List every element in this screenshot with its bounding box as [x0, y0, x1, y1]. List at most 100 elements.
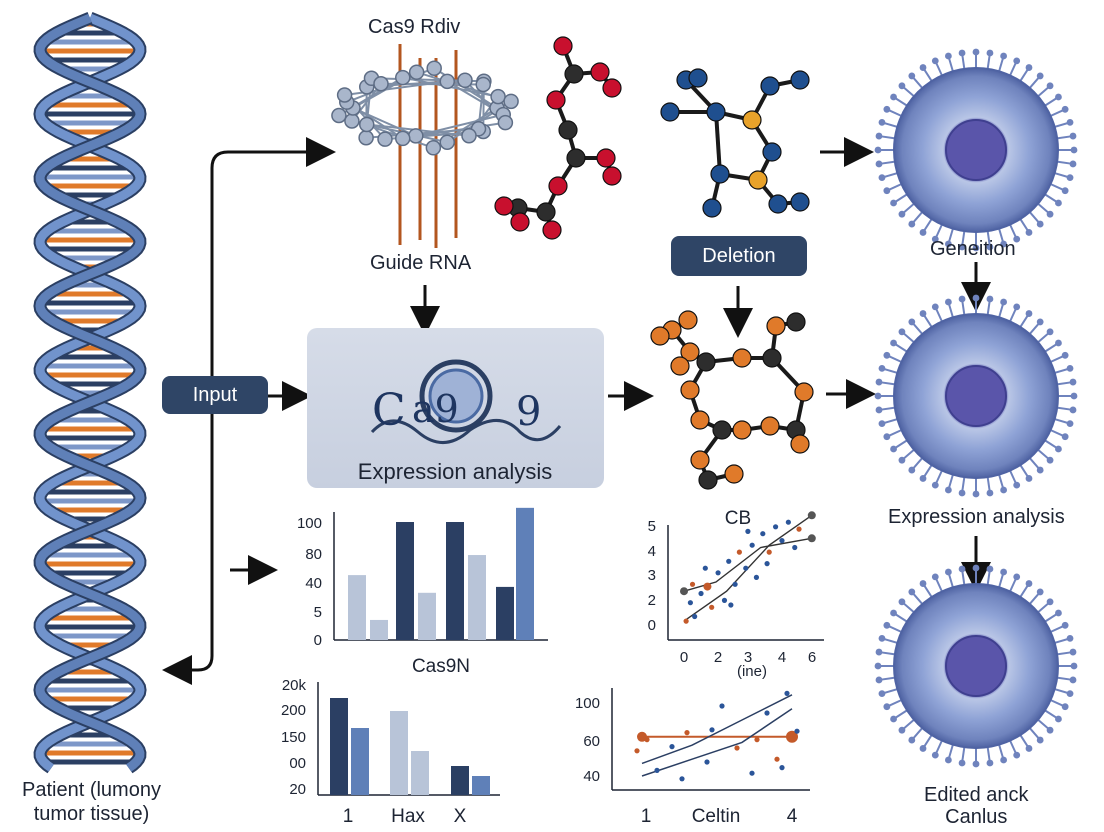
dna-backbone	[35, 13, 145, 772]
y-tick-label: 60	[583, 733, 600, 750]
scatter-point	[687, 600, 693, 606]
x-tick-label: Celtin	[692, 806, 741, 827]
scatter-point	[772, 524, 779, 530]
atom	[602, 78, 622, 98]
line-chart-point	[779, 765, 785, 771]
atom	[712, 420, 732, 440]
line-chart-point	[634, 748, 640, 754]
atom	[766, 316, 786, 336]
cell-label-1: Geneition	[930, 238, 1016, 260]
scatter-point	[736, 549, 742, 555]
x-tick-label: Hax	[391, 806, 425, 827]
bar	[446, 522, 464, 640]
atom	[702, 198, 722, 218]
scatter-point	[749, 542, 755, 548]
atom	[698, 470, 718, 490]
atom	[790, 192, 810, 212]
line-chart-point	[719, 703, 725, 709]
atom	[553, 36, 573, 56]
endpoint-marker	[807, 511, 816, 520]
scatter-point	[779, 538, 785, 544]
scatter-point	[766, 549, 772, 555]
protein-atom	[373, 76, 389, 92]
atom	[748, 170, 768, 190]
bar	[370, 619, 388, 640]
scatter-point	[702, 565, 708, 571]
y-tick-label: 80	[305, 546, 322, 563]
scatter-point	[764, 561, 770, 567]
protein-atom	[395, 130, 411, 147]
scatter-point	[760, 531, 766, 537]
line-chart-point	[704, 759, 710, 765]
atom	[706, 102, 726, 122]
deletion-badge: Deletion	[671, 236, 807, 276]
bar	[468, 555, 486, 640]
atom	[602, 166, 622, 186]
line-chart-point	[644, 737, 650, 743]
patient-caption: Patient (lumony tumor tissue)	[22, 778, 161, 826]
atom	[680, 380, 700, 400]
center-panel: C a9 9 Expression analysis	[307, 328, 604, 488]
cell-stack	[874, 48, 1078, 768]
branch-line-down	[162, 395, 214, 685]
scatter-point	[726, 558, 732, 564]
scatter-point	[689, 581, 696, 587]
atom	[732, 348, 752, 368]
x-tick-label: X	[454, 806, 467, 827]
cell-3	[874, 564, 1078, 768]
protein-atom	[503, 93, 519, 110]
atom	[742, 110, 762, 130]
line-chart-point	[794, 728, 800, 734]
protein-atom	[439, 134, 455, 150]
protein-atom	[408, 64, 425, 80]
atom	[678, 310, 698, 330]
cas9-top-label: Cas9 Rdiv	[368, 16, 461, 38]
protein-atom	[426, 60, 442, 76]
atom	[768, 194, 788, 214]
protein-atom	[425, 140, 442, 156]
x-tick-label: 0	[680, 649, 688, 666]
cas9-ring	[419, 359, 493, 433]
scatter-point	[796, 526, 802, 532]
input-badge: Input	[162, 376, 268, 414]
cas9-glyph-c: C	[372, 385, 406, 436]
bar	[496, 586, 514, 640]
y-tick-label: 200	[281, 702, 306, 719]
x-tick-label: 4	[778, 649, 786, 666]
dna-double-helix	[33, 11, 147, 774]
bar	[472, 776, 490, 795]
cas9-protein-illustration	[331, 44, 519, 248]
cell-label-3: Edited anck Canlus	[924, 784, 1029, 828]
bar	[396, 522, 414, 640]
chart2-title: CB	[725, 508, 751, 529]
line-chart-point	[784, 690, 790, 697]
orange-molecule-illustration	[650, 310, 814, 490]
atom	[732, 420, 752, 440]
bar	[418, 592, 436, 640]
y-tick-label: 2	[648, 592, 656, 609]
protein-atom	[497, 114, 514, 131]
atom	[566, 148, 586, 168]
atom	[762, 142, 782, 162]
atom	[650, 326, 670, 346]
y-tick-label: 5	[314, 604, 322, 621]
endpoint-marker	[807, 534, 816, 543]
protein-atom	[344, 113, 360, 129]
atom	[790, 70, 810, 90]
atom	[542, 220, 562, 240]
y-tick-label: 100	[297, 515, 322, 532]
atom	[590, 62, 610, 82]
y-tick-label: 40	[305, 575, 322, 592]
scatter-point	[721, 597, 728, 604]
y-tick-label: 0	[314, 632, 322, 649]
rna-strand	[370, 419, 562, 444]
scatter-point	[753, 574, 760, 581]
scatter-point	[745, 528, 751, 535]
heterocycle-molecule-illustration	[660, 68, 810, 218]
endpoint-marker	[703, 582, 712, 591]
x-tick-label: 1	[641, 806, 652, 827]
patient-caption-line2: tumor tissue)	[33, 803, 150, 825]
